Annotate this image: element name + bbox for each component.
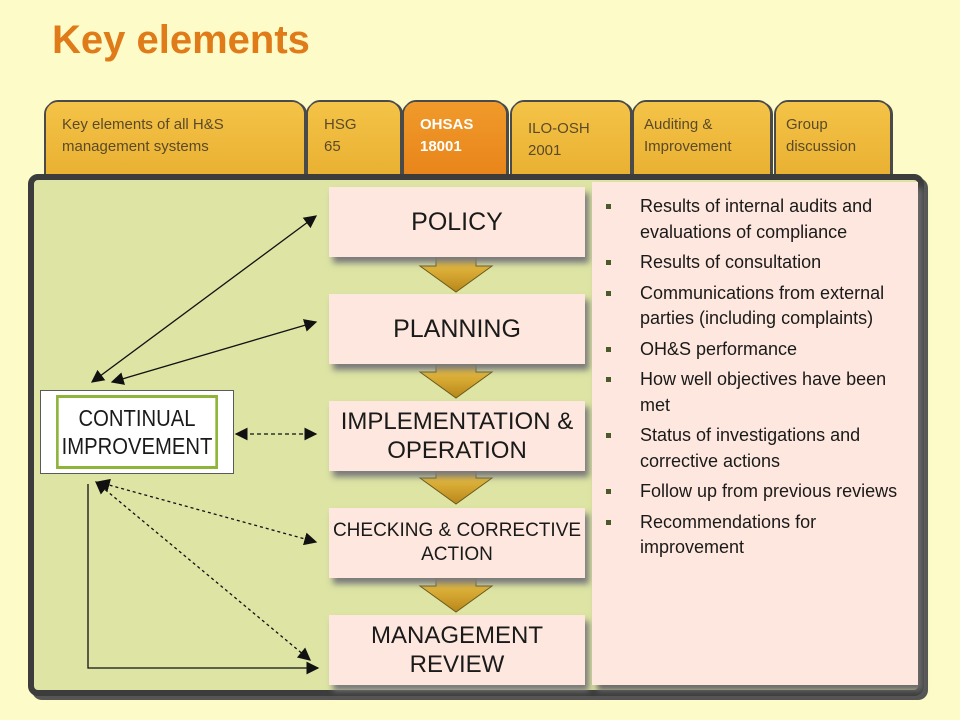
list-item: OH&S performance xyxy=(604,337,908,363)
connector-line xyxy=(87,484,320,675)
step-checking: CHECKING & CORRECTIVE ACTION xyxy=(329,508,585,578)
bullet-icon xyxy=(606,204,611,209)
step-planning: PLANNING xyxy=(329,294,585,364)
tab-ilo-osh[interactable]: ILO-OSH 2001 xyxy=(512,102,630,178)
bullet-icon xyxy=(606,519,611,525)
step-policy: POLICY xyxy=(329,187,585,257)
tab-label: Key elements of all H&S management syste… xyxy=(62,116,224,155)
continual-improvement-box: CONTINUAL IMPROVEMENT xyxy=(40,390,234,474)
continual-improvement-label: CONTINUAL IMPROVEMENT xyxy=(56,395,218,469)
tab-auditing[interactable]: Auditing & Improvement xyxy=(634,102,770,178)
bullet-icon xyxy=(606,489,611,494)
tab-ohsas18001[interactable]: OHSAS 18001 xyxy=(404,102,506,178)
down-arrow-icon xyxy=(418,362,494,399)
list-item: Follow up from previous reviews xyxy=(604,479,908,505)
bullet-icon xyxy=(606,377,611,382)
list-item: How well objectives have been met xyxy=(604,367,908,418)
step-implementation: IMPLEMENTATION & OPERATION xyxy=(329,401,585,471)
bullet-icon xyxy=(606,260,611,265)
tab-key-elements[interactable]: Key elements of all H&S management syste… xyxy=(46,102,304,178)
connector-line xyxy=(95,481,311,661)
connector-line xyxy=(90,215,318,383)
down-arrow-icon xyxy=(418,255,494,293)
tab-hsg65[interactable]: HSG 65 xyxy=(308,102,400,178)
connector-line xyxy=(110,319,318,385)
tab-label: Auditing & Improvement xyxy=(644,116,732,155)
bullet-icon xyxy=(606,346,611,352)
list-item: Results of consultation xyxy=(604,250,908,276)
tab-label: ILO-OSH 2001 xyxy=(528,120,590,159)
review-inputs-list: Results of internal audits and evaluatio… xyxy=(592,182,918,685)
connector-line xyxy=(96,478,318,546)
bullet-icon xyxy=(606,433,611,438)
list-item: Results of internal audits and evaluatio… xyxy=(604,194,908,245)
down-arrow-icon xyxy=(418,469,494,505)
list-item: Communications from external parties (in… xyxy=(604,281,908,332)
bullet-icon xyxy=(606,290,611,296)
tab-label: Group discussion xyxy=(786,116,857,155)
tab-label: OHSAS 18001 xyxy=(420,116,474,155)
tab-group-discussion[interactable]: Group discussion xyxy=(776,102,890,178)
page-title: Key elements xyxy=(52,18,310,62)
down-arrow-icon xyxy=(418,575,494,613)
tab-label: HSG 65 xyxy=(324,116,357,155)
list-item: Recommendations for improvement xyxy=(604,510,908,561)
step-management-review: MANAGEMENT REVIEW xyxy=(329,615,585,685)
list-item: Status of investigations and corrective … xyxy=(604,423,908,474)
